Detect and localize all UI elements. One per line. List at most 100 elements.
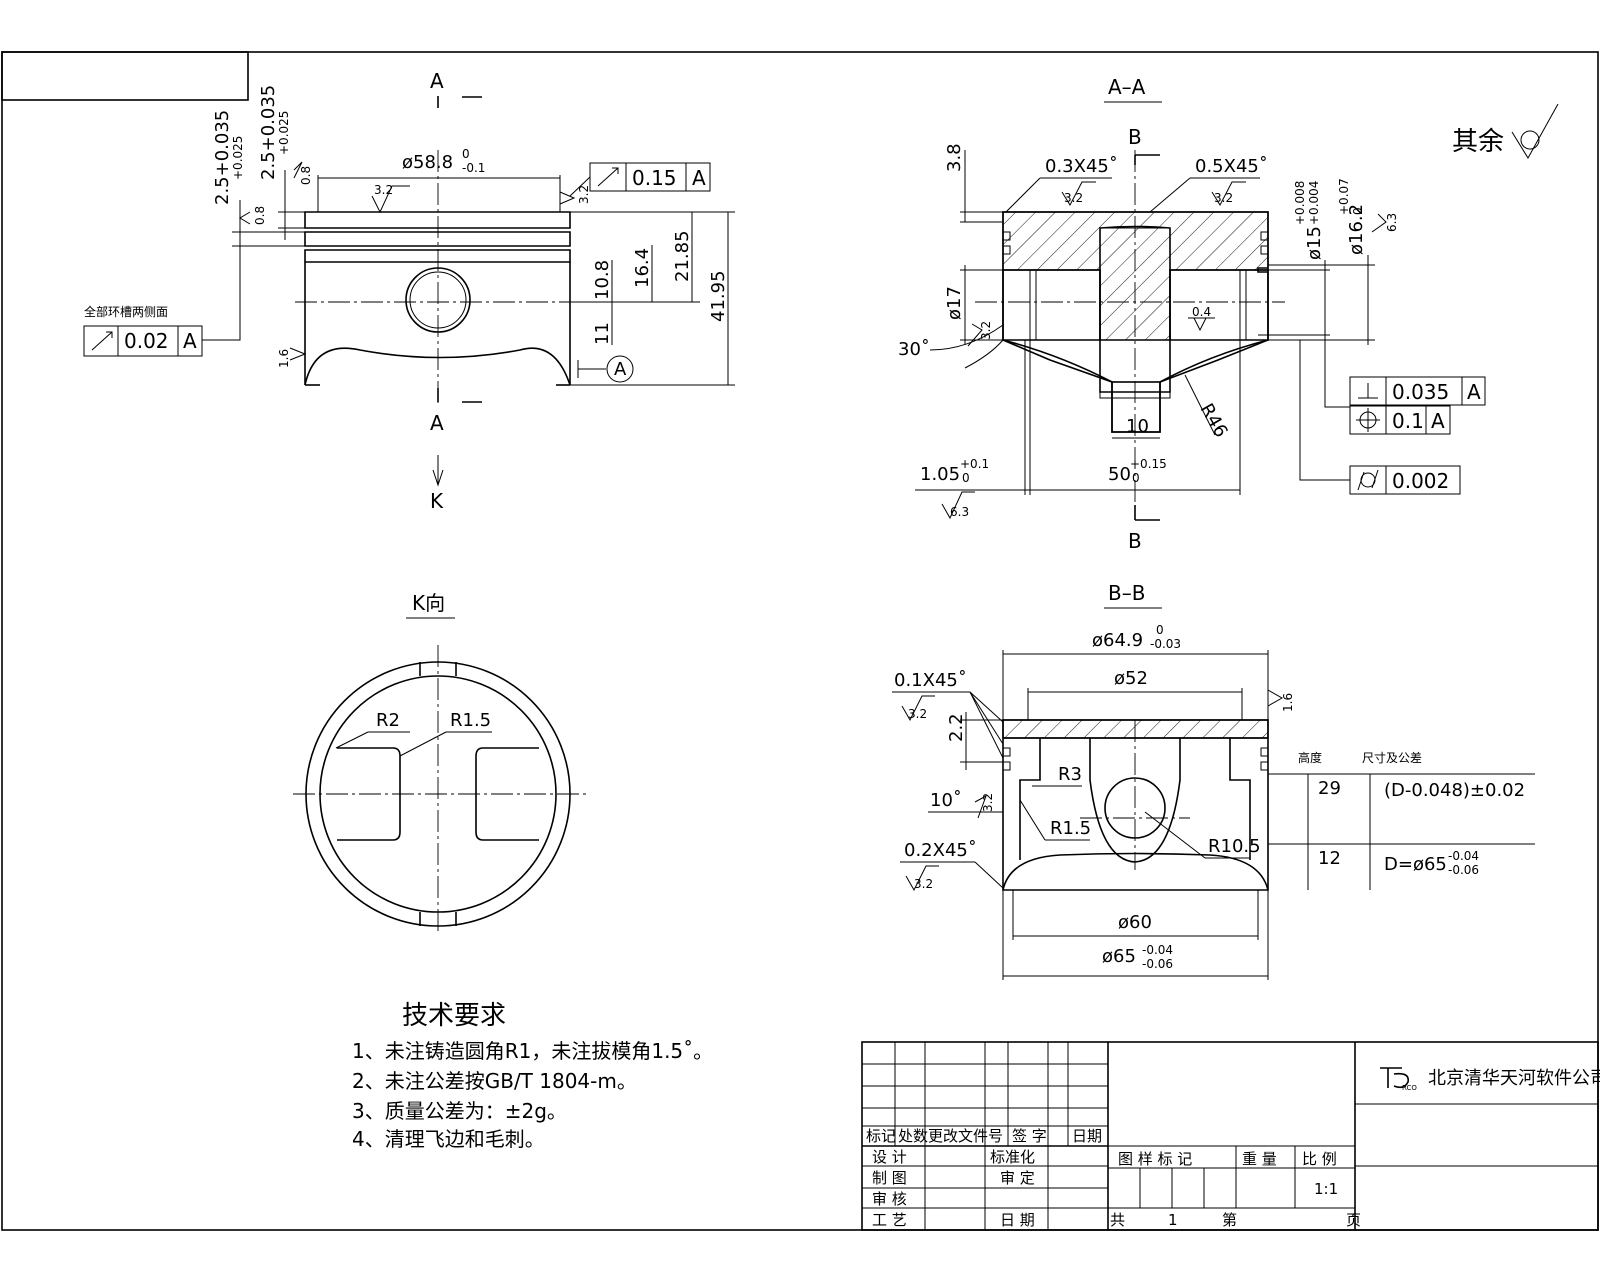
svg-text:A: A	[183, 329, 197, 353]
svg-text:高度: 高度	[1298, 750, 1322, 765]
svg-text:3.2: 3.2	[981, 793, 995, 812]
svg-text:0.002: 0.002	[1392, 469, 1449, 493]
groove-note: 全部环槽两侧面	[84, 304, 168, 319]
section-label-bottom: A	[430, 411, 444, 435]
svg-text:0.1: 0.1	[1392, 409, 1424, 433]
section-label-top: A	[430, 69, 444, 93]
svg-text:ø60: ø60	[1118, 912, 1152, 933]
title-block: 标记 处数 更改文件号 签 字 日期 设 计 制 图 审 核 工 艺 标准化 审…	[861, 1041, 1600, 1231]
tech-req-item: 3、质量公差为：±2g。	[352, 1099, 567, 1123]
angle-30: 30˚	[898, 339, 930, 360]
technical-requirements: 技术要求 1、未注铸造圆角R1，未注拔模角1.5˚。 2、未注公差按GB/T 1…	[352, 1001, 713, 1151]
svg-text:ø64.9: ø64.9	[1092, 630, 1143, 651]
svg-text:1.6: 1.6	[277, 349, 291, 368]
svg-text:共: 共	[1110, 1211, 1125, 1229]
svg-text:R3: R3	[1058, 764, 1082, 785]
svg-text:10˚: 10˚	[930, 790, 962, 811]
svg-text:+0.025: +0.025	[231, 136, 245, 180]
svg-text:0.8: 0.8	[299, 166, 313, 185]
svg-text:+0.07: +0.07	[1337, 178, 1351, 215]
svg-text:页: 页	[1346, 1211, 1361, 1229]
svg-text:B: B	[1128, 125, 1142, 149]
svg-text:0.02: 0.02	[124, 329, 169, 353]
svg-text:审 核: 审 核	[872, 1190, 907, 1208]
tech-req-title: 技术要求	[402, 1001, 506, 1031]
svg-text:尺寸及公差: 尺寸及公差	[1362, 751, 1422, 765]
svg-text:3.2: 3.2	[908, 707, 927, 721]
svg-text:R1.5: R1.5	[450, 710, 491, 731]
svg-text:A: A	[1431, 409, 1445, 433]
svg-text:3.2: 3.2	[1214, 191, 1233, 205]
svg-text:-0.06: -0.06	[1142, 957, 1173, 971]
svg-text:0.2X45˚: 0.2X45˚	[904, 840, 977, 861]
svg-text:10: 10	[1126, 416, 1149, 437]
svg-text:R2: R2	[376, 710, 400, 731]
svg-text:签 字: 签 字	[1012, 1127, 1047, 1145]
svg-text:其余: 其余	[1452, 127, 1504, 157]
section-aa: A–A B B 3.8 0.3X45˚	[898, 75, 1486, 553]
scale-value: 1:1	[1314, 1180, 1338, 1198]
runout-tolerance: 0.15	[632, 166, 677, 190]
svg-text:0: 0	[1132, 471, 1140, 485]
svg-text:审 定: 审 定	[1000, 1169, 1035, 1187]
svg-text:2.2: 2.2	[946, 713, 967, 742]
svg-text:3.2: 3.2	[914, 877, 933, 891]
svg-text:R1.5: R1.5	[1050, 818, 1091, 839]
svg-text:(D-0.048)±0.02: (D-0.048)±0.02	[1384, 780, 1525, 801]
svg-text:3.8: 3.8	[944, 143, 965, 172]
dim-ring-groove-2: 2.5+0.035	[258, 85, 279, 180]
svg-text:29: 29	[1318, 778, 1341, 799]
company-logo-icon: RCO	[1380, 1067, 1417, 1092]
svg-text:更改文件号: 更改文件号	[928, 1127, 1003, 1145]
svg-text:+0.008: +0.008	[1293, 181, 1307, 225]
dim-ring-groove-1: 2.5+0.035	[212, 110, 233, 205]
svg-text:0.8: 0.8	[253, 206, 267, 225]
svg-text:0: 0	[462, 147, 470, 161]
corner-box	[1, 51, 249, 101]
svg-text:0.4: 0.4	[1192, 305, 1211, 319]
svg-text:+0.004: +0.004	[1307, 181, 1321, 225]
svg-text:1: 1	[1168, 1211, 1178, 1229]
tech-req-item: 1、未注铸造圆角R1，未注拔模角1.5˚。	[352, 1039, 713, 1063]
svg-text:0.3X45˚: 0.3X45˚	[1045, 156, 1118, 177]
svg-text:RCO: RCO	[1402, 1084, 1417, 1092]
svg-text:12: 12	[1318, 848, 1341, 869]
svg-text:0: 0	[1156, 623, 1164, 637]
svg-text:6.3: 6.3	[950, 505, 969, 519]
svg-text:R10.5: R10.5	[1208, 836, 1261, 857]
datum-a: A	[614, 359, 627, 380]
svg-text:B: B	[1128, 529, 1142, 553]
svg-text:ø17: ø17	[944, 286, 965, 320]
pin-hole	[405, 267, 471, 333]
svg-text:6.3: 6.3	[1385, 213, 1399, 232]
svg-text:制 图: 制 图	[872, 1169, 907, 1187]
svg-text:ø52: ø52	[1114, 668, 1148, 689]
section-bb-title: B–B	[1108, 581, 1145, 605]
tech-req-item: 2、未注公差按GB/T 1804-m。	[352, 1069, 637, 1093]
svg-text:0.035: 0.035	[1392, 380, 1449, 404]
view-arrow-label: K	[430, 489, 444, 513]
svg-text:比 例: 比 例	[1302, 1150, 1337, 1168]
svg-text:3.2: 3.2	[979, 321, 993, 340]
svg-text:0.1X45˚: 0.1X45˚	[894, 670, 967, 691]
svg-text:-0.03: -0.03	[1150, 637, 1181, 651]
svg-text:0.5X45˚: 0.5X45˚	[1195, 156, 1268, 177]
svg-text:16.4: 16.4	[632, 248, 653, 288]
svg-text:3.2: 3.2	[1064, 191, 1083, 205]
svg-text:A: A	[692, 166, 706, 190]
svg-text:ø16.2: ø16.2	[1346, 204, 1367, 255]
svg-text:ø15: ø15	[1304, 226, 1325, 260]
svg-text:1.6: 1.6	[1281, 693, 1295, 712]
svg-text:3.2: 3.2	[577, 185, 591, 204]
svg-text:ø65: ø65	[1102, 946, 1136, 967]
other-finish-mark: 其余	[1452, 103, 1559, 159]
dim-dia-58-8: ø58.8	[402, 152, 453, 173]
svg-text:50: 50	[1108, 464, 1131, 485]
svg-text:日期: 日期	[1072, 1127, 1102, 1145]
svg-text:+0.1: +0.1	[960, 457, 989, 471]
svg-text:-0.04: -0.04	[1142, 943, 1173, 957]
k-view: K向 R2 R1.5	[293, 591, 590, 935]
section-bb: B–B ø64.9 0 -0.03 ø52 1.6 0.1X45˚	[892, 581, 1535, 980]
drawing-frame	[1, 51, 1599, 1231]
